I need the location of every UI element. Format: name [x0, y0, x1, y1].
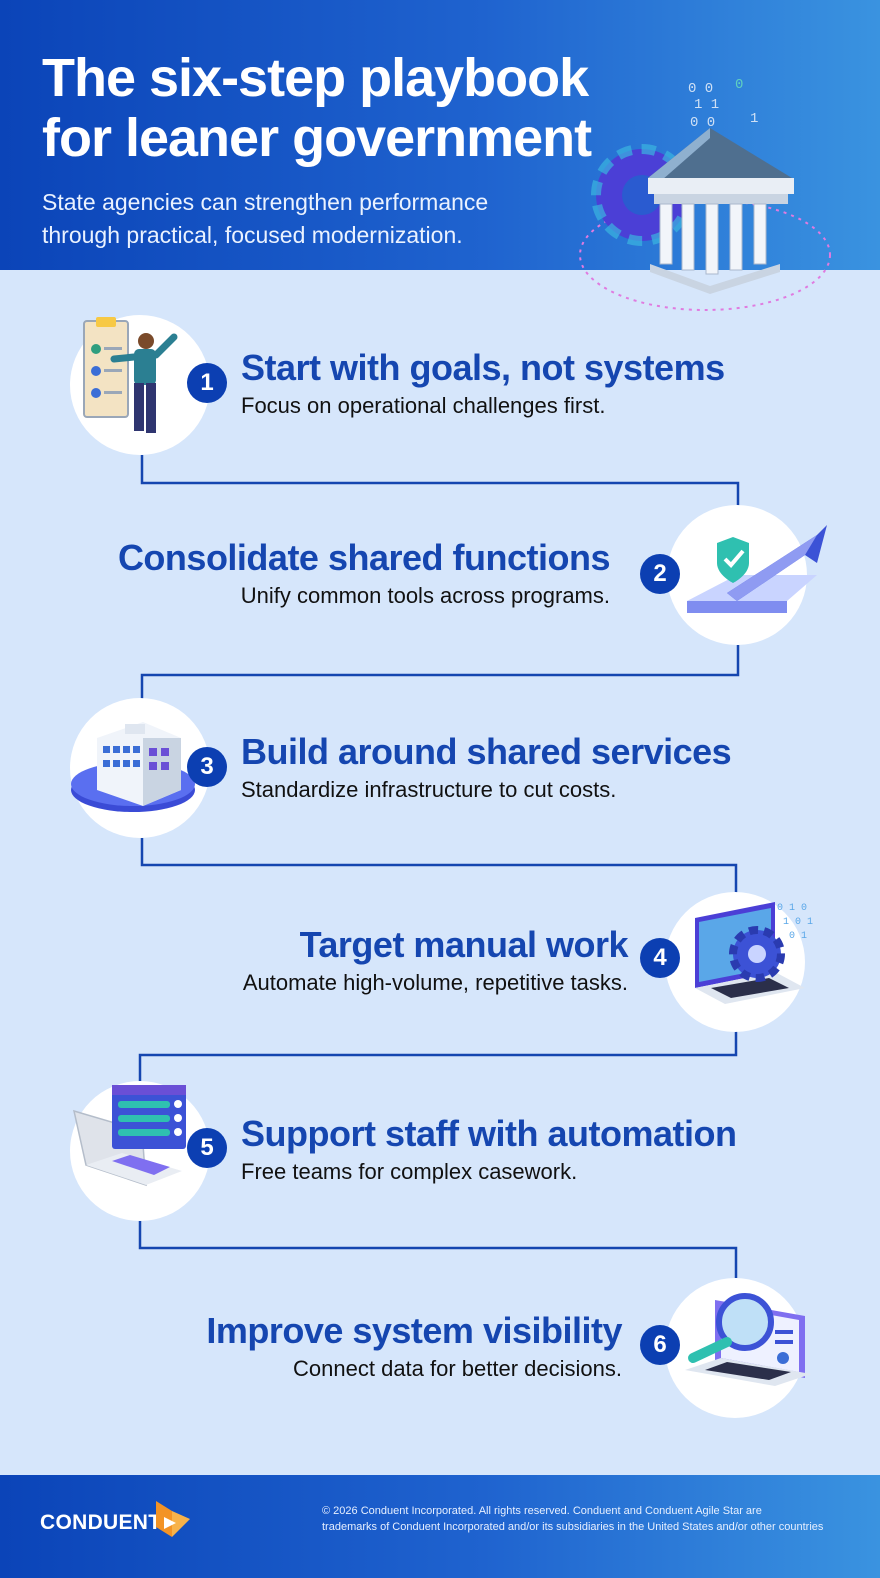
step-5-number-badge: 5	[187, 1128, 227, 1168]
svg-text:0: 0	[735, 77, 743, 93]
laptop-magnifier-icon	[685, 1293, 811, 1386]
step-6-description: Connect data for better decisions.	[293, 1356, 622, 1381]
brand-logo-text: CONDUENT	[40, 1511, 162, 1534]
step-6-icon-circle	[665, 1278, 811, 1418]
step-3-title: Build around shared services	[241, 731, 732, 772]
step-3: Build around shared services Standardize…	[241, 731, 732, 804]
clipboard-person-icon	[83, 317, 178, 433]
page-subtitle: State agencies can strengthen performanc…	[42, 186, 562, 252]
footer-banner: CONDUENT © 2026 Conduent Incorporated. A…	[0, 1475, 880, 1578]
laptop-gear-icon: 0 1 0 1 0 1 0 1	[695, 902, 813, 1004]
svg-text:1 1: 1 1	[694, 97, 719, 113]
svg-text:1: 1	[750, 111, 758, 127]
subtitle-line-1: State agencies can strengthen performanc…	[42, 189, 489, 215]
step-1-number-badge: 1	[187, 363, 227, 403]
legal-notice: © 2026 Conduent Incorporated. All rights…	[322, 1503, 852, 1535]
step-4-description: Automate high-volume, repetitive tasks.	[242, 970, 628, 995]
header-banner: The six-step playbook for leaner governm…	[0, 0, 880, 270]
svg-text:1 0 1: 1 0 1	[783, 917, 813, 928]
step-5-title: Support staff with automation	[241, 1113, 737, 1154]
step-2-number-badge: 2	[640, 554, 680, 594]
shield-arrow-icon	[687, 525, 827, 613]
step-6-title: Improve system visibility	[206, 1310, 622, 1351]
step-3-number-badge: 3	[187, 747, 227, 787]
step-2-description: Unify common tools across programs.	[240, 583, 610, 608]
step-2-icon-circle	[667, 505, 827, 645]
step-3-icon-circle	[70, 698, 210, 838]
step-2: Consolidate shared functions Unify commo…	[100, 537, 611, 610]
svg-text:0 1: 0 1	[789, 931, 807, 942]
step-5-icon-circle	[70, 1081, 210, 1221]
step-1-description: Focus on operational challenges first.	[241, 393, 606, 418]
svg-text:0 0: 0 0	[690, 115, 715, 131]
step-5-description: Free teams for complex casework.	[241, 1159, 578, 1184]
step-6-number-badge: 6	[640, 1325, 680, 1365]
svg-text:0 0: 0 0	[688, 81, 713, 97]
title-line-2: for leaner government	[42, 108, 592, 168]
step-4: Target manual work Automate high-volume,…	[120, 924, 629, 997]
step-6: Improve system visibility Connect data f…	[110, 1311, 622, 1383]
page-title: The six-step playbook for leaner governm…	[42, 48, 642, 168]
conduent-star-icon	[156, 1501, 190, 1537]
step-4-number-badge: 4	[640, 938, 680, 978]
legal-line-1: © 2026 Conduent Incorporated. All rights…	[322, 1505, 762, 1517]
laptop-checklist-icon	[72, 1085, 186, 1187]
subtitle-line-2: through practical, focused modernization…	[42, 222, 463, 248]
step-1-title: Start with goals, not systems	[241, 347, 725, 388]
legal-line-2: trademarks of Conduent Incorporated and/…	[322, 1521, 824, 1533]
step-3-description: Standardize infrastructure to cut costs.	[241, 777, 617, 802]
step-4-title: Target manual work	[299, 924, 629, 965]
government-building-gear-icon: 0 01 10 0 01	[579, 77, 831, 311]
svg-text:0 1 0: 0 1 0	[777, 903, 807, 914]
step-2-title: Consolidate shared functions	[117, 537, 611, 578]
step-4-icon-circle: 0 1 0 1 0 1 0 1	[665, 892, 813, 1032]
step-1-icon-circle	[70, 315, 210, 455]
building-gear-icon	[71, 722, 195, 812]
step-5: Support staff with automation Free teams…	[241, 1113, 737, 1186]
step-1: Start with goals, not systems Focus on o…	[241, 348, 725, 420]
title-line-1: The six-step playbook	[42, 48, 589, 108]
